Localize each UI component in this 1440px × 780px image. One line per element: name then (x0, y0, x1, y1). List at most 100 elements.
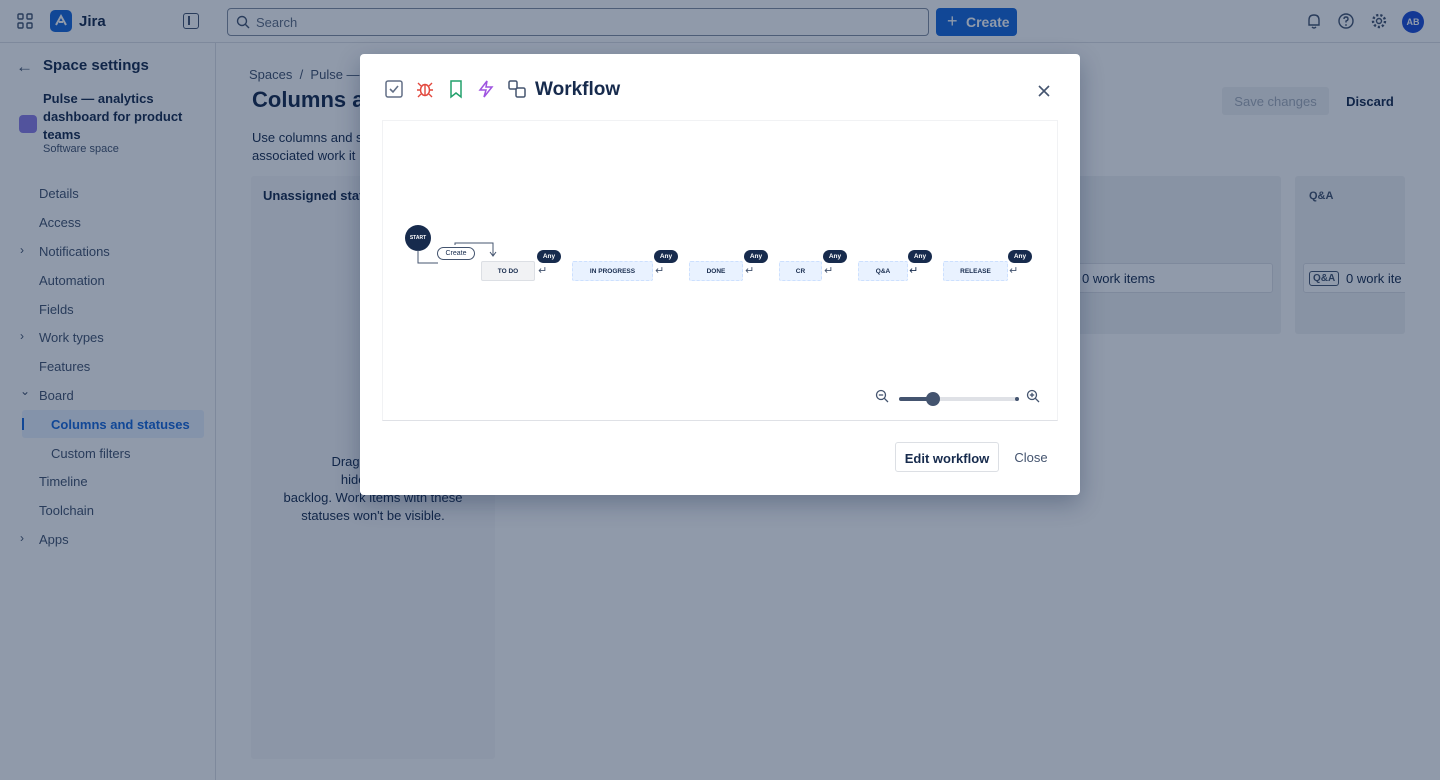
sidebar-item-label: Timeline (39, 474, 88, 489)
workflow-status-cr[interactable]: CR (779, 261, 822, 281)
sidebar-item-work-types[interactable]: › Work types (0, 323, 216, 351)
subtask-icon (508, 80, 526, 98)
chevron-right-icon[interactable]: › (20, 329, 24, 343)
workflow-status-release[interactable]: RELEASE (943, 261, 1008, 281)
workflow-status-done[interactable]: DONE (689, 261, 743, 281)
search-icon (236, 15, 250, 29)
workflow-status-in-progress[interactable]: IN PROGRESS (572, 261, 653, 281)
jira-logo-icon[interactable] (50, 10, 72, 32)
modal-title: Workflow (535, 79, 621, 100)
sidebar-item-label: Fields (39, 302, 74, 317)
return-arrow-icon: ↵ (655, 265, 665, 277)
work-item-count: 0 work ite (1346, 271, 1402, 286)
status-lozenge: Q&A (1309, 271, 1340, 286)
page-description: Use columns and s associated work it (252, 130, 363, 163)
sidebar-title: Space settings (43, 57, 149, 74)
create-button-label: Create (966, 14, 1010, 30)
discard-label: Discard (1346, 94, 1394, 109)
space-avatar-icon (19, 115, 37, 133)
top-navigation-bar: Jira Search + Create AB (0, 0, 1440, 43)
sidebar-item-board[interactable]: ⌄ Board (0, 381, 216, 409)
sidebar-item-fields[interactable]: Fields (0, 295, 216, 323)
sidebar-item-label: Toolchain (39, 503, 94, 518)
search-input[interactable]: Search (227, 8, 929, 36)
zoom-slider-handle[interactable] (926, 392, 940, 406)
sidebar-item-features[interactable]: Features (0, 352, 216, 380)
sidebar-item-apps[interactable]: › Apps (0, 525, 216, 553)
sidebar-item-label: Apps (39, 532, 69, 547)
bug-icon (417, 82, 433, 98)
chevron-down-icon[interactable]: ⌄ (20, 384, 31, 398)
edit-workflow-button[interactable]: Edit workflow (895, 442, 999, 472)
help-icon[interactable] (1337, 12, 1355, 30)
board-column: 0 work items (1073, 176, 1281, 334)
board-column-qa: Q&A Q&A 0 work ite (1295, 176, 1405, 334)
back-arrow-icon[interactable]: ← (16, 57, 33, 76)
status-card[interactable]: Q&A 0 work ite (1303, 263, 1405, 293)
collapse-sidebar-icon[interactable] (183, 13, 199, 29)
app-switcher-icon[interactable] (16, 12, 34, 30)
sidebar-item-toolchain[interactable]: Toolchain (0, 496, 216, 524)
save-changes-button[interactable]: Save changes (1222, 87, 1329, 115)
sidebar-item-label: Details (39, 186, 79, 201)
user-avatar[interactable]: AB (1402, 11, 1424, 33)
any-transition-badge[interactable]: Any (823, 250, 847, 263)
sidebar-item-details[interactable]: Details (0, 179, 216, 207)
workflow-start-node: START (405, 225, 431, 251)
sidebar-item-label: Features (39, 359, 91, 374)
sidebar-item-label: Custom filters (51, 446, 131, 461)
app-name[interactable]: Jira (79, 13, 106, 30)
sidebar-item-access[interactable]: Access (0, 208, 216, 236)
notifications-bell-icon[interactable] (1305, 12, 1323, 30)
task-icon (385, 80, 403, 98)
sidebar-item-automation[interactable]: Automation (0, 266, 216, 294)
plus-icon: + (947, 11, 958, 31)
work-item-count: 0 work items (1082, 271, 1155, 286)
sidebar-item-columns-and-statuses[interactable]: Columns and statuses (22, 410, 204, 438)
discard-button[interactable]: Discard (1335, 87, 1405, 115)
any-transition-badge[interactable]: Any (1008, 250, 1032, 263)
space-type: Software space (43, 143, 119, 155)
space-name: Pulse — analytics dashboard for product … (43, 91, 183, 142)
return-arrow-icon: ↵ (824, 265, 834, 277)
zoom-slider-end (1015, 397, 1019, 401)
epic-icon (478, 80, 494, 98)
close-icon[interactable] (1034, 81, 1054, 101)
sidebar-item-label: Access (39, 215, 81, 230)
zoom-in-icon[interactable] (1026, 389, 1040, 403)
sidebar-item-label: Work types (39, 330, 104, 345)
status-card[interactable]: 0 work items (1073, 263, 1273, 293)
return-arrow-icon: ↵ (909, 265, 919, 277)
create-transition-label[interactable]: Create (437, 247, 475, 260)
chevron-right-icon[interactable]: › (20, 531, 24, 545)
zoom-slider[interactable] (899, 392, 1019, 406)
page-title: Columns a (252, 87, 365, 112)
any-transition-badge[interactable]: Any (654, 250, 678, 263)
return-arrow-icon: ↵ (538, 265, 548, 277)
close-label: Close (1014, 450, 1048, 465)
save-changes-label: Save changes (1234, 94, 1317, 109)
close-button[interactable]: Close (1008, 442, 1054, 472)
any-transition-badge[interactable]: Any (744, 250, 768, 263)
any-transition-badge[interactable]: Any (908, 250, 932, 263)
breadcrumb[interactable]: Spaces / Pulse — (249, 67, 360, 82)
workflow-status-todo[interactable]: TO DO (481, 261, 535, 281)
return-arrow-icon: ↵ (1009, 265, 1019, 277)
zoom-out-icon[interactable] (875, 389, 889, 403)
sidebar-item-label: Columns and statuses (51, 417, 190, 432)
edit-workflow-label: Edit workflow (904, 451, 990, 466)
workflow-status-qa[interactable]: Q&A (858, 261, 908, 281)
workflow-modal: Workflow START Create TO DO IN PROGRESS … (360, 54, 1080, 495)
sidebar-item-label: Notifications (39, 244, 110, 259)
sidebar-item-custom-filters[interactable]: Custom filters (0, 439, 216, 467)
create-button[interactable]: + Create (936, 8, 1017, 36)
story-icon (450, 80, 462, 99)
chevron-right-icon[interactable]: › (20, 243, 24, 257)
settings-gear-icon[interactable] (1370, 12, 1388, 30)
sidebar-item-notifications[interactable]: › Notifications (0, 237, 216, 265)
workflow-diagram[interactable]: START Create TO DO IN PROGRESS DONE CR Q… (382, 120, 1058, 421)
sidebar-item-timeline[interactable]: Timeline (0, 467, 216, 495)
any-transition-badge[interactable]: Any (537, 250, 561, 263)
sidebar-item-label: Board (39, 388, 74, 403)
sidebar-item-label: Automation (39, 273, 105, 288)
